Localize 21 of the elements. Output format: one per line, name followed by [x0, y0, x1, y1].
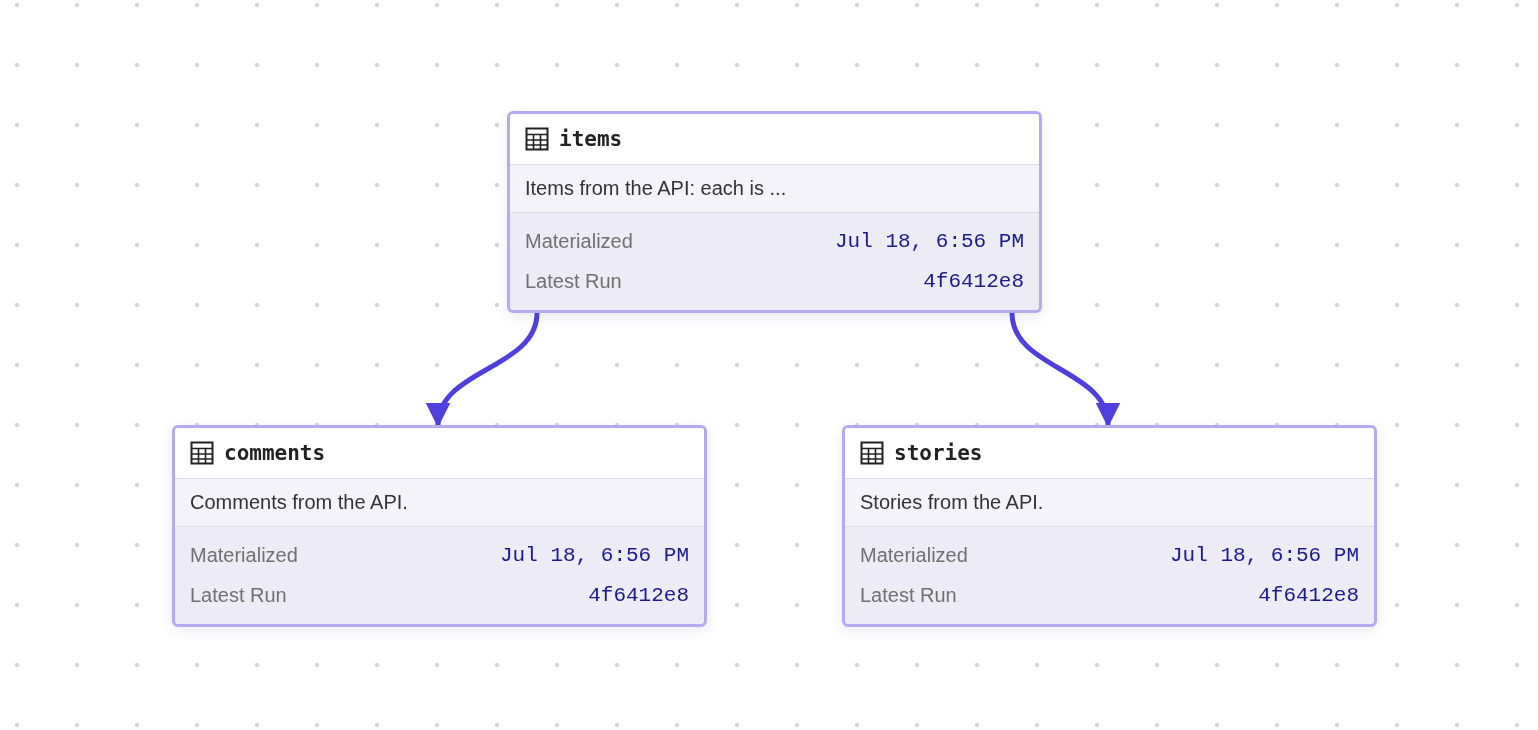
table-name: stories [894, 441, 983, 465]
table-description: Items from the API: each is ... [525, 177, 787, 200]
table-description: Stories from the API. [860, 491, 1044, 514]
property-label: Latest Run [525, 269, 622, 293]
property-value: 4f6412e8 [923, 269, 1024, 293]
table-name: comments [224, 441, 326, 465]
property-label: Latest Run [190, 583, 287, 607]
table-card [842, 425, 1377, 627]
table-card [507, 111, 1042, 313]
property-label: Materialized [860, 543, 968, 567]
table-name: items [559, 127, 623, 151]
property-value: Jul 18, 6:56 PM [1169, 543, 1359, 567]
property-value: 4f6412e8 [1258, 583, 1359, 607]
property-value: Jul 18, 6:56 PM [499, 543, 689, 567]
table-description: Comments from the API. [190, 491, 408, 514]
property-label: Materialized [190, 543, 298, 567]
property-label: Materialized [525, 229, 633, 253]
property-label: Latest Run [860, 583, 957, 607]
property-value: 4f6412e8 [588, 583, 689, 607]
table-card [172, 425, 707, 627]
property-value: Jul 18, 6:56 PM [834, 229, 1024, 253]
